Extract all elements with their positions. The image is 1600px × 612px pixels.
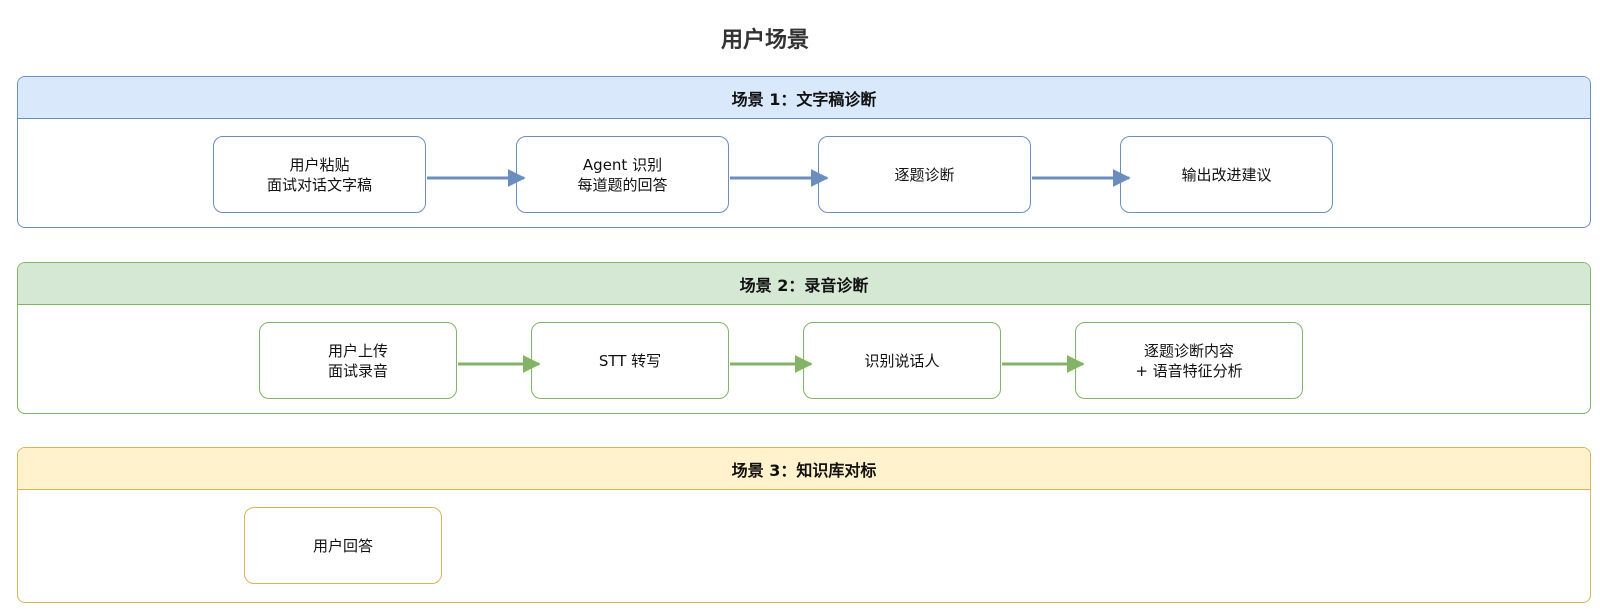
scenario-1-body: 用户粘贴 面试对话文字稿 Agent 识别 每道题的回答 逐题诊断 输出改进建议: [18, 119, 1590, 227]
diagram-title: 用户场景: [720, 28, 809, 53]
scenario-3-title: 场景 3：知识库对标: [18, 448, 1590, 490]
scenario-2-step-4: 逐题诊断内容 + 语音特征分析: [1075, 322, 1303, 399]
scenario-2-title: 场景 2：录音诊断: [18, 263, 1590, 305]
scenario-2-body: 用户上传 面试录音 STT 转写 识别说话人 逐题诊断内容 + 语音特征分析: [18, 305, 1590, 413]
scenario-2-step-3: 识别说话人: [803, 322, 1001, 399]
scenario-3-body: 用户回答: [18, 490, 1590, 598]
scenario-3-lane: 场景 3：知识库对标 用户回答: [17, 447, 1591, 603]
scenario-3-step-1: 用户回答: [244, 507, 442, 584]
scenario-2-step-2: STT 转写: [531, 322, 729, 399]
scenario-1-step-3: 逐题诊断: [818, 136, 1031, 213]
scenario-1-title: 场景 1：文字稿诊断: [18, 77, 1590, 119]
scenario-1-step-1: 用户粘贴 面试对话文字稿: [213, 136, 426, 213]
scenario-1-step-2: Agent 识别 每道题的回答: [516, 136, 729, 213]
scenario-2-step-1: 用户上传 面试录音: [259, 322, 457, 399]
scenario-2-lane: 场景 2：录音诊断 用户上传 面试录音 STT 转写 识别说话人 逐题诊断内容 …: [17, 262, 1591, 414]
scenario-1-step-4: 输出改进建议: [1120, 136, 1333, 213]
scenario-1-lane: 场景 1：文字稿诊断 用户粘贴 面试对话文字稿 Agent 识别 每道题的回答 …: [17, 76, 1591, 228]
